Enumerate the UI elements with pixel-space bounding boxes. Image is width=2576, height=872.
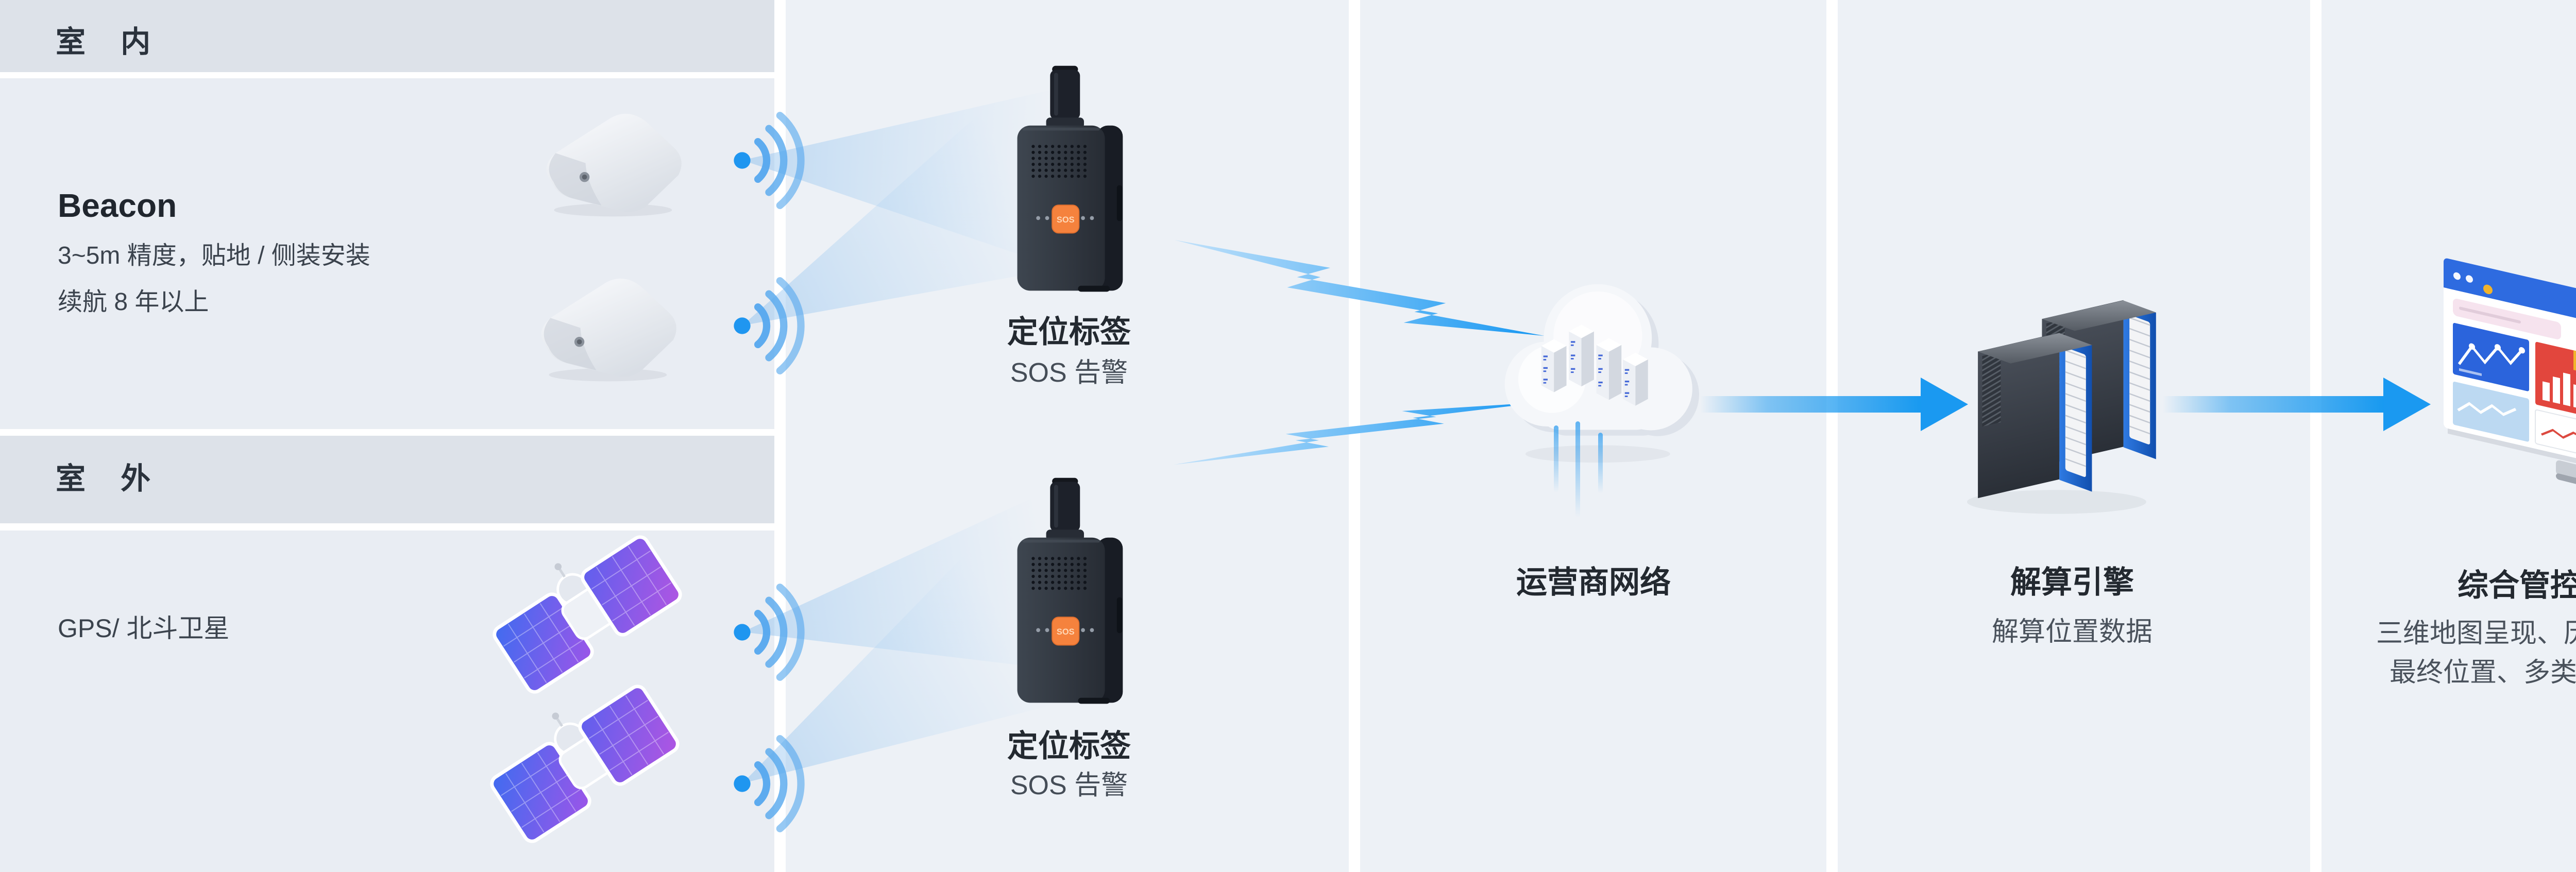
dashboard-card bbox=[2444, 258, 2576, 471]
beacon-product-name: Beacon bbox=[58, 187, 177, 224]
cloud-data-streak bbox=[1575, 421, 1580, 517]
platform-title: 综合管控平台 bbox=[2458, 568, 2576, 603]
solver-engine-subtitle: 解算位置数据 bbox=[1991, 617, 2153, 647]
column-divider bbox=[2310, 0, 2321, 872]
cloud-server-racks bbox=[1541, 324, 1648, 406]
carrier-network-title: 运营商网络 bbox=[1516, 565, 1671, 600]
sos-button-label: SOS bbox=[1057, 627, 1075, 637]
platform-desc-line2: 最终位置、多类型告警管理 bbox=[2389, 658, 2576, 688]
beacon-spec-line1: 3~5m 精度，贴地 / 侧装安装 bbox=[58, 242, 370, 269]
column-divider bbox=[1349, 0, 1360, 872]
carrier-network-cloud-icon bbox=[1504, 284, 1699, 463]
flow-arrow-right-icon bbox=[2163, 378, 2431, 431]
beacon-icon bbox=[546, 113, 682, 217]
cloud-data-streak bbox=[1598, 433, 1603, 493]
tag-bottom-title: 定位标签 bbox=[1007, 729, 1131, 763]
locator-tag-icon: SOS bbox=[1017, 477, 1123, 704]
outdoor-header: 室 外 bbox=[56, 462, 164, 495]
tag-top-subtitle: SOS 告警 bbox=[1010, 358, 1128, 388]
tag-top-title: 定位标签 bbox=[1007, 315, 1131, 349]
satellite-icon bbox=[490, 685, 680, 843]
cloud-data-streak bbox=[1554, 425, 1558, 492]
server-tower-front bbox=[1978, 332, 2092, 499]
solver-engine-server-icon bbox=[1967, 300, 2156, 514]
column-divider bbox=[1826, 0, 1838, 872]
radio-wave-icon bbox=[734, 735, 805, 832]
flow-arrow-right-icon bbox=[1700, 378, 1968, 431]
solver-engine-title: 解算引擎 bbox=[2010, 565, 2134, 600]
platform-monitor-icon bbox=[2444, 258, 2576, 501]
beacon-spec-line2: 续航 8 年以上 bbox=[58, 288, 209, 316]
signal-beam bbox=[742, 111, 1059, 326]
sos-button-label: SOS bbox=[1057, 215, 1075, 225]
gps-beidou-label: GPS/ 北斗卫星 bbox=[58, 614, 230, 643]
signal-beam bbox=[742, 553, 1054, 783]
radio-wave-icon bbox=[734, 112, 805, 209]
indoor-header-band bbox=[0, 0, 774, 72]
tag-bottom-subtitle: SOS 告警 bbox=[1010, 771, 1128, 800]
platform-desc-line1: 三维地图呈现、历史轨迹查询 bbox=[2376, 619, 2576, 648]
beacon-icon bbox=[541, 278, 676, 382]
radio-wave-icon bbox=[734, 584, 805, 681]
indoor-header: 室 内 bbox=[56, 25, 164, 59]
locator-tag-icon: SOS bbox=[1017, 65, 1123, 292]
satellite-icon bbox=[493, 535, 682, 694]
outdoor-header-band bbox=[0, 436, 774, 523]
radio-wave-icon bbox=[734, 277, 805, 374]
